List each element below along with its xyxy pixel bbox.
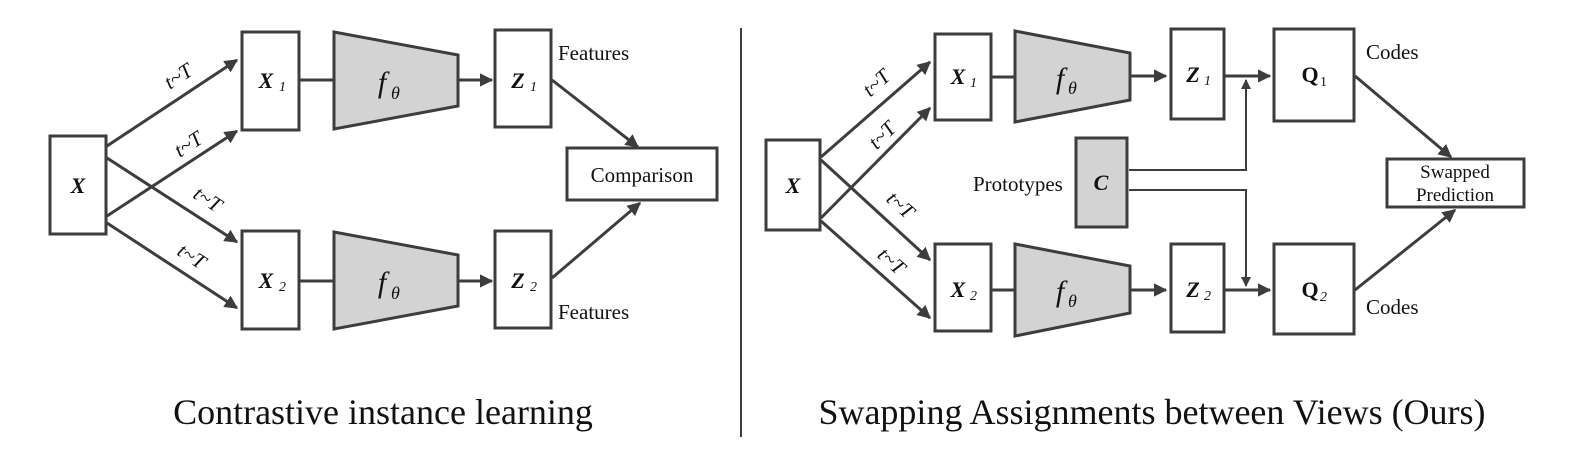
augment-label: t~T — [170, 125, 208, 162]
code2-label: Q — [1301, 277, 1318, 302]
swapped-label-line1: Swapped — [1420, 162, 1490, 183]
feature1-subscript: 1 — [1204, 74, 1211, 89]
swapped-prediction-box — [1385, 157, 1526, 209]
view2-subscript: 2 — [970, 289, 977, 304]
input-box — [764, 138, 822, 232]
feature1-label: Z — [1185, 62, 1199, 87]
arrow-prototypes-to-q2 — [1129, 189, 1251, 287]
view2-subscript: 2 — [279, 280, 286, 295]
encoder-trapezoid — [1013, 29, 1132, 124]
augment-label: t~T — [863, 115, 901, 153]
view2-label: X — [258, 268, 275, 293]
view1-label: X — [258, 68, 275, 93]
arrow-x-to-x1-b — [819, 106, 932, 220]
arrow-x-to-x2-b — [820, 219, 932, 320]
prototypes-symbol: C — [1094, 170, 1109, 195]
feature1-subscript: 1 — [530, 80, 537, 95]
arrow-x-to-x1-b — [106, 129, 239, 218]
arrow-x-to-x1-a — [820, 60, 932, 159]
arrow-z2-to-comparison — [551, 201, 642, 280]
right-caption: Swapping Assignments between Views (Ours… — [818, 392, 1485, 432]
feature1-label: Z — [510, 68, 524, 93]
left-caption: Contrastive instance learning — [173, 392, 593, 432]
code1-subscript: 1 — [1320, 75, 1327, 90]
arrow-x-to-x2-a — [106, 156, 239, 244]
encoder-subscript: θ — [391, 83, 400, 103]
features-label-top: Features — [558, 41, 629, 65]
code2-subscript: 2 — [1320, 290, 1327, 305]
view1-subscript: 1 — [279, 80, 286, 95]
view2-box — [933, 242, 993, 333]
augment-label: t~T — [873, 242, 911, 280]
view1-label: X — [950, 64, 967, 89]
codes-label-top: Codes — [1366, 40, 1419, 64]
feature2-label: Z — [1185, 277, 1199, 302]
encoder-trapezoid — [1013, 242, 1132, 338]
input-label: X — [785, 173, 802, 198]
input-box — [48, 134, 108, 236]
comparison-box — [565, 146, 719, 202]
feature2-subscript: 2 — [530, 280, 537, 295]
code1-label: Q — [1301, 62, 1318, 87]
comparison-label: Comparison — [591, 163, 694, 187]
view1-subscript: 1 — [970, 76, 977, 91]
arrow-z1-to-comparison — [551, 78, 640, 149]
arrow-x-to-x2-b — [106, 221, 239, 310]
encoder-trapezoid — [332, 30, 460, 131]
arrow-q2-to-swapped — [1354, 208, 1457, 292]
view2-label: X — [950, 277, 967, 302]
feature2-box — [1169, 242, 1226, 334]
feature1-box — [1169, 27, 1226, 121]
features-label-bottom: Features — [558, 300, 629, 324]
feature2-label: Z — [510, 268, 524, 293]
input-label: X — [70, 173, 87, 198]
encoder-trapezoid — [332, 230, 460, 331]
encoder-subscript: θ — [1068, 291, 1077, 311]
code2-box — [1272, 242, 1356, 336]
code1-box — [1272, 27, 1356, 123]
arrow-x-to-x2-a — [819, 158, 932, 262]
feature2-subscript: 2 — [1204, 289, 1211, 304]
augment-label: t~T — [882, 186, 920, 224]
right-panel: t~T t~T t~T t~T X X 1 X 2 f θ f θ Z 1 Z … — [764, 27, 1526, 432]
codes-label-bottom: Codes — [1366, 295, 1419, 319]
prototypes-label: Prototypes — [973, 172, 1063, 196]
arrow-q1-to-swapped — [1354, 74, 1453, 159]
augment-label: t~T — [189, 181, 227, 218]
view1-box — [933, 32, 993, 122]
feature1-box — [493, 28, 553, 129]
arrow-x-to-x1-a — [106, 58, 239, 148]
prototypes-box — [1074, 136, 1129, 229]
encoder-subscript: θ — [1068, 78, 1077, 98]
swapped-label-line2: Prediction — [1416, 185, 1495, 206]
view1-box — [240, 30, 301, 132]
arrow-prototypes-to-q1 — [1129, 79, 1251, 171]
feature2-box — [493, 229, 553, 330]
encoder-subscript: θ — [391, 283, 400, 303]
left-panel: t~T t~T t~T t~T X X 1 X 2 f θ f θ Z 1 Z … — [48, 28, 719, 432]
view2-box — [240, 229, 301, 331]
